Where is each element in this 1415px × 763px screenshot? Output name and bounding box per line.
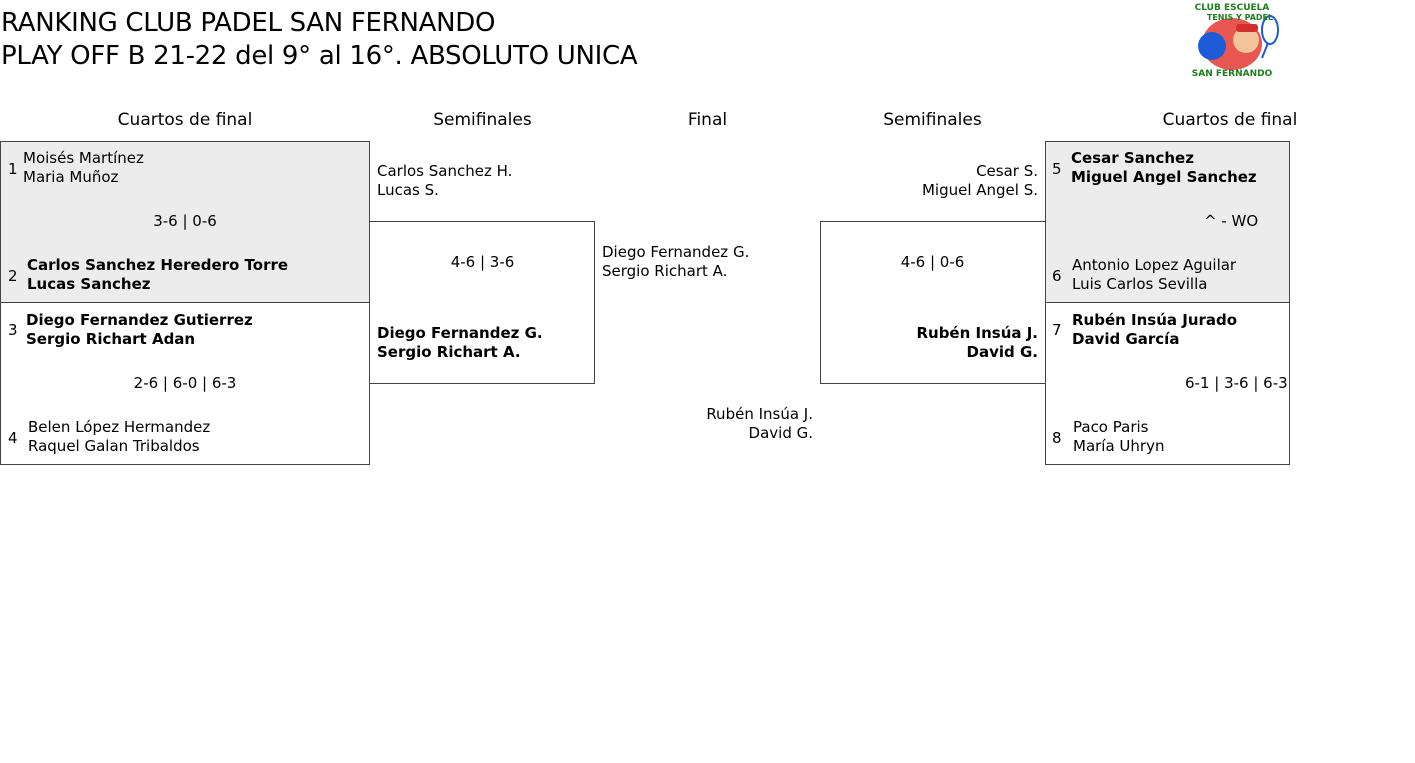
player-name: David G. xyxy=(748,424,813,442)
player-name: Antonio Lopez Aguilar xyxy=(1072,256,1237,274)
seed-number: 5 xyxy=(1052,160,1062,178)
column-header-sf-right: Semifinales xyxy=(883,110,982,130)
column-header-qf-right: Cuartos de final xyxy=(1162,110,1298,130)
player-name: Belen López Hermandez xyxy=(28,418,211,436)
player-name-winner: Miguel Angel Sanchez xyxy=(1071,168,1257,186)
page-subtitle: PLAY OFF B 21-22 del 9° al 16°. ABSOLUTO… xyxy=(1,41,638,71)
column-header-final: Final xyxy=(687,110,728,130)
player-name: Paco Paris xyxy=(1073,418,1149,436)
player-name: Carlos Sanchez H. xyxy=(377,162,513,180)
seed-number: 8 xyxy=(1052,429,1062,447)
seed-number: 6 xyxy=(1052,267,1062,285)
match-score: 3-6 | 0-6 xyxy=(153,212,217,230)
player-name: Diego Fernandez G. xyxy=(602,243,750,261)
match-score: 4-6 | 0-6 xyxy=(900,253,965,271)
player-name-winner: Carlos Sanchez Heredero Torre xyxy=(27,256,289,274)
club-logo: CLUB ESCUELA TENIS Y PADEL SAN FERNANDO xyxy=(1192,3,1279,79)
seed-number: 2 xyxy=(8,267,18,285)
player-name-winner: Rubén Insúa J. xyxy=(916,324,1038,342)
player-name: María Uhryn xyxy=(1073,437,1165,455)
player-name-winner: David G. xyxy=(966,343,1038,361)
player-name: Raquel Galan Tribaldos xyxy=(28,437,200,455)
player-name: Cesar S. xyxy=(976,162,1038,180)
match-score: 2-6 | 6-0 | 6-3 xyxy=(133,374,237,392)
player-name-winner: Lucas Sanchez xyxy=(27,275,151,293)
seed-number: 3 xyxy=(8,321,18,339)
match-box-sf-right xyxy=(820,221,1046,384)
player-name-winner: Diego Fernandez Gutierrez xyxy=(26,311,253,329)
player-name-winner: Diego Fernandez G. xyxy=(377,324,543,342)
svg-text:SAN FERNANDO: SAN FERNANDO xyxy=(1192,69,1273,79)
svg-text:TENIS Y PADEL: TENIS Y PADEL xyxy=(1207,13,1273,22)
player-name: Rubén Insúa J. xyxy=(706,405,813,423)
player-name: Moisés Martínez xyxy=(23,149,144,167)
player-name: Miguel Angel S. xyxy=(921,181,1038,199)
player-name: Sergio Richart A. xyxy=(602,262,728,280)
column-header-qf-left: Cuartos de final xyxy=(117,110,253,130)
player-name: Lucas S. xyxy=(377,181,439,199)
player-name: Luis Carlos Sevilla xyxy=(1072,275,1208,293)
player-name: Maria Muñoz xyxy=(23,168,119,186)
page-title: RANKING CLUB PADEL SAN FERNANDO xyxy=(1,8,496,38)
player-name-winner: Rubén Insúa Jurado xyxy=(1072,311,1238,329)
svg-text:CLUB ESCUELA: CLUB ESCUELA xyxy=(1195,3,1270,13)
player-name-winner: David García xyxy=(1072,330,1180,348)
player-name-winner: Sergio Richart Adan xyxy=(26,330,196,348)
match-box-sf-left xyxy=(369,221,595,384)
match-score: 6-1 | 3-6 | 6-3 xyxy=(1185,374,1288,392)
seed-number: 4 xyxy=(8,429,18,447)
seed-number: 1 xyxy=(8,160,18,178)
player-name-winner: Sergio Richart A. xyxy=(377,343,521,361)
match-box-qf4 xyxy=(1045,302,1290,465)
match-score: ^ - WO xyxy=(1204,212,1259,230)
match-score: 4-6 | 3-6 xyxy=(450,253,515,271)
player-name-winner: Cesar Sanchez xyxy=(1071,149,1194,167)
column-header-sf-left: Semifinales xyxy=(433,110,532,130)
match-box-qf1 xyxy=(0,141,370,303)
seed-number: 7 xyxy=(1052,321,1062,339)
